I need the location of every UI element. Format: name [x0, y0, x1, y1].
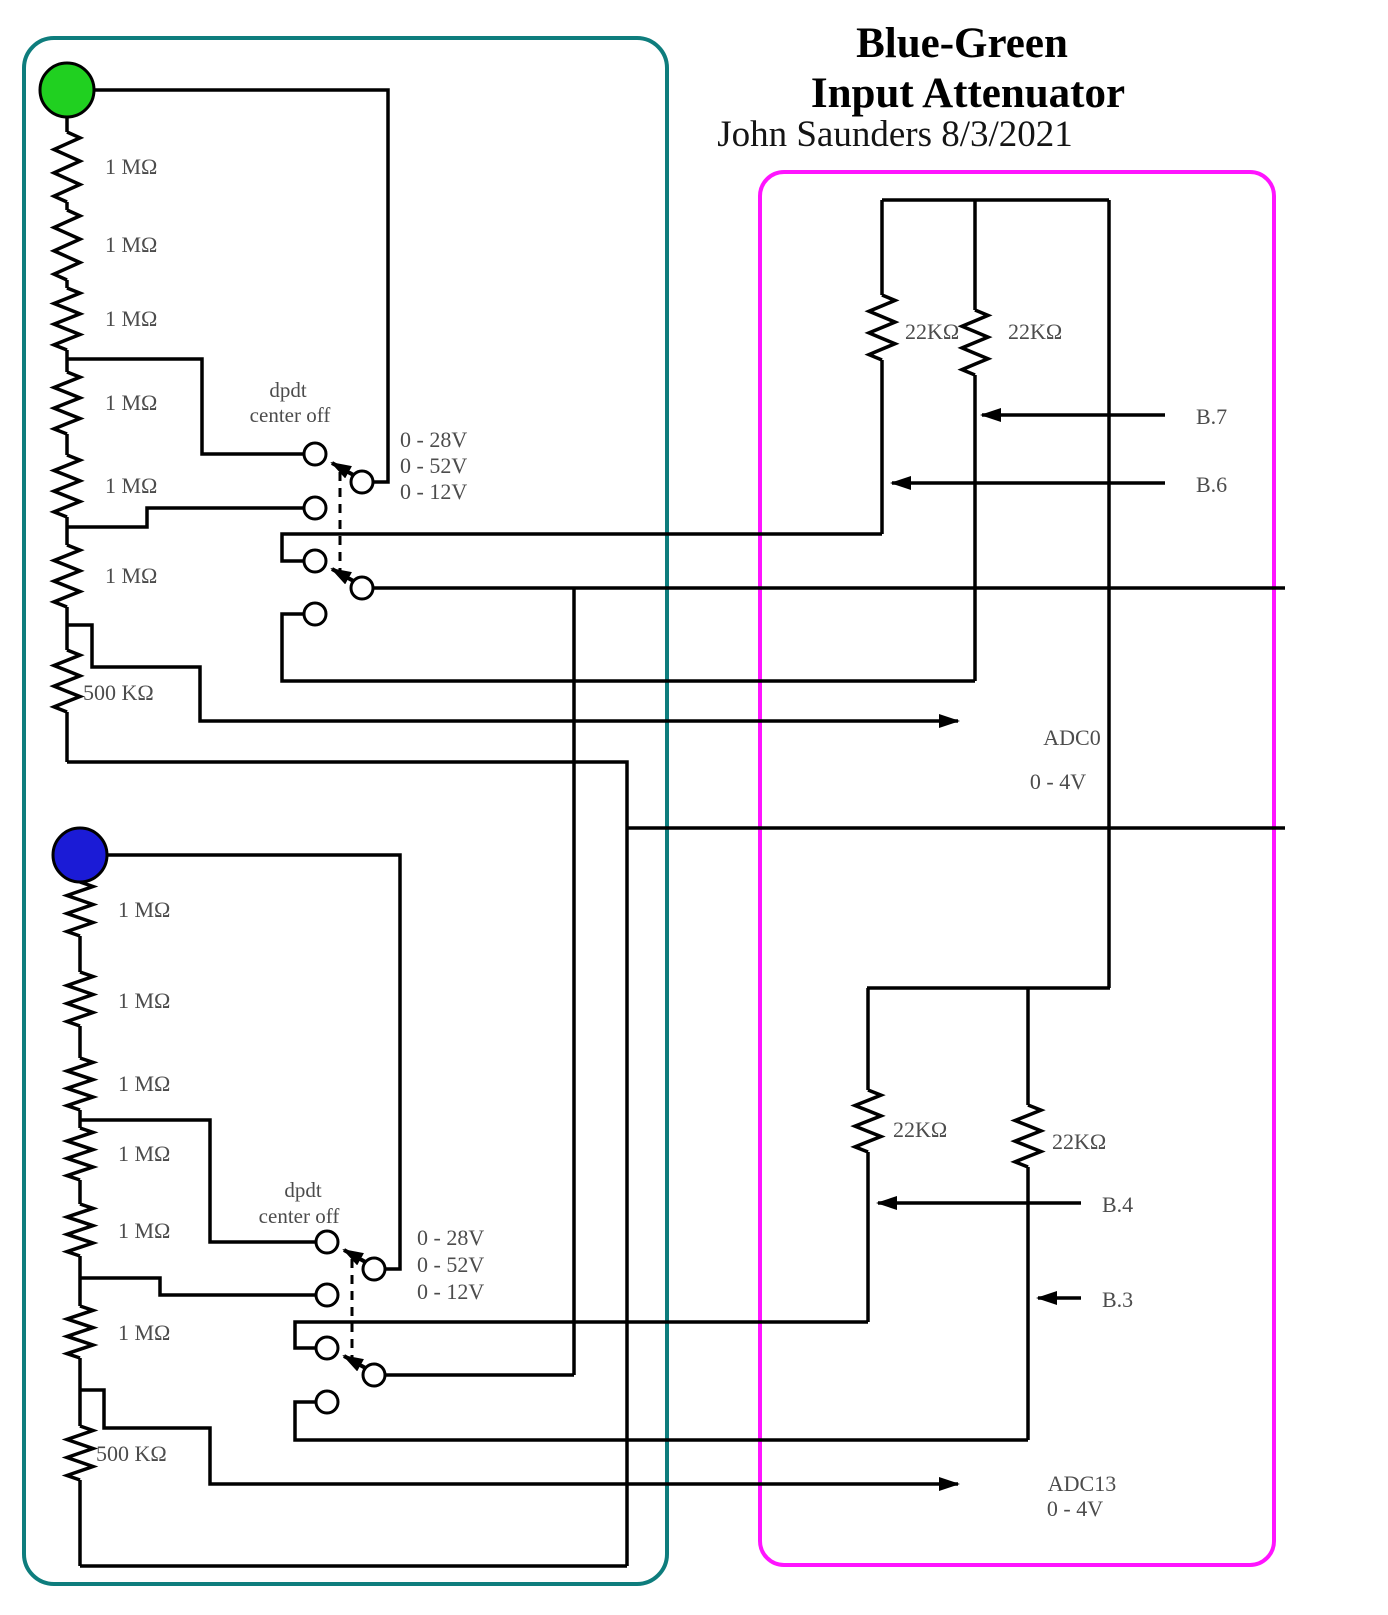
- wire-lower-divider: [866, 986, 1110, 1440]
- resistor-label: 1 MΩ: [118, 1320, 170, 1345]
- resistor-label: 1 MΩ: [105, 473, 157, 498]
- resistor-label: 1 MΩ: [105, 306, 157, 331]
- author-date: John Saunders 8/3/2021: [717, 114, 1073, 155]
- resistor-label: 1 MΩ: [105, 390, 157, 415]
- resistor-lower-1m-2: [61, 970, 99, 1028]
- wire-lower-throwB-down: [293, 1400, 1028, 1442]
- resistor-upper-1m-4: [49, 370, 85, 436]
- resistor-upper-1m-5: [49, 453, 85, 519]
- adc13-range-label: 0 - 4V: [1047, 1496, 1103, 1521]
- switch-pole-contact: [361, 1256, 387, 1282]
- wire-upper-throwB-up: [280, 532, 882, 563]
- resistor-lower-500k: [61, 1424, 99, 1482]
- wire-adc13-output: [80, 1388, 960, 1491]
- switch-throw-contact: [314, 1229, 340, 1255]
- resistor-label: 1 MΩ: [105, 232, 157, 257]
- range-label: 0 - 28V: [400, 427, 467, 452]
- gpio-label: B.7: [1196, 404, 1227, 429]
- lower-channel: 1 MΩ 1 MΩ 1 MΩ 1 MΩ 1 MΩ 1 MΩ 500 KΩ ADC…: [51, 826, 1133, 1568]
- wire-upper-divider: [880, 198, 1111, 988]
- switch-mode-label: center off: [250, 403, 331, 427]
- resistor-label: 1 MΩ: [118, 897, 170, 922]
- switch-pole-contact: [349, 469, 375, 495]
- switch-throw-contact: [314, 1282, 340, 1308]
- resistor-label: 1 MΩ: [118, 1218, 170, 1243]
- resistor-upper-500k: [49, 648, 85, 714]
- range-label: 0 - 52V: [400, 453, 467, 478]
- switch-type-label: dpdt: [284, 1178, 322, 1202]
- wire-lower-tap3: [80, 1118, 316, 1244]
- resistor-label: 22KΩ: [893, 1117, 947, 1142]
- resistor-lower-1m-1: [61, 880, 99, 938]
- switch-mode-label: center off: [259, 1204, 340, 1228]
- resistor-label: 22KΩ: [1008, 319, 1062, 344]
- blue-input-terminal: [51, 826, 109, 884]
- resistor-lower-1m-4: [61, 1126, 99, 1182]
- resistor-lower-1m-6: [61, 1304, 99, 1360]
- gpio-label: B.6: [1196, 472, 1227, 497]
- wire-lower-tap5: [80, 1276, 316, 1297]
- green-input-terminal: [38, 61, 96, 119]
- adc-group-border: [758, 170, 1276, 1567]
- resistor-label: 22KΩ: [905, 319, 959, 344]
- resistor-label: 500 KΩ: [96, 1441, 167, 1466]
- switch-pole-contact: [349, 575, 375, 601]
- wire-adc0-output: [67, 623, 960, 728]
- switch-type-label: dpdt: [269, 378, 307, 402]
- attenuator-group-border: [22, 36, 669, 1586]
- range-label: 0 - 12V: [417, 1279, 484, 1304]
- gpio-label: B.3: [1102, 1287, 1133, 1312]
- resistor-lower-22k-left: [850, 1088, 886, 1154]
- wire-upper-tap3: [67, 357, 304, 456]
- resistor-upper-1m-1: [49, 130, 85, 204]
- wire-lower-throwB-up: [293, 1320, 868, 1350]
- switch-throw-contact: [302, 495, 328, 521]
- resistor-lower-22k-right: [1010, 1103, 1046, 1169]
- adc0-range-label: 0 - 4V: [1030, 769, 1086, 794]
- switch-throw-contact: [314, 1389, 340, 1415]
- resistor-label: 1 MΩ: [118, 988, 170, 1013]
- gpio-label: B.4: [1102, 1192, 1133, 1217]
- wire-upper-throwB-down: [280, 612, 975, 683]
- resistor-label: 1 MΩ: [105, 563, 157, 588]
- wire-upper-tap5: [67, 506, 304, 529]
- switch-throw-contact: [302, 601, 328, 627]
- resistor-upper-22k-left: [864, 293, 900, 362]
- resistor-upper-1m-6: [49, 543, 85, 609]
- switch-throw-contact: [302, 548, 328, 574]
- range-label: 0 - 52V: [417, 1252, 484, 1277]
- wire-blue-feed: [107, 853, 402, 1271]
- wire-ground-riser: [67, 760, 629, 1566]
- resistor-label: 1 MΩ: [118, 1071, 170, 1096]
- resistor-upper-22k-right: [957, 308, 993, 377]
- range-label: 0 - 12V: [400, 479, 467, 504]
- resistor-label: 500 KΩ: [83, 680, 154, 705]
- switch-throw-contact: [302, 441, 328, 467]
- resistor-label: 1 MΩ: [105, 154, 157, 179]
- resistor-lower-1m-3: [61, 1056, 99, 1112]
- adc0-label: ADC0: [1043, 725, 1100, 750]
- switch-pole-contact: [361, 1362, 387, 1388]
- resistor-label: 22KΩ: [1052, 1129, 1106, 1154]
- switch-throw-contact: [314, 1335, 340, 1361]
- range-label: 0 - 28V: [417, 1225, 484, 1250]
- adc13-label: ADC13: [1048, 1471, 1116, 1496]
- page-title-line2: Input Attenuator: [811, 70, 1125, 117]
- wire-green-feed: [94, 88, 390, 484]
- resistor-upper-1m-3: [49, 286, 85, 352]
- resistor-lower-1m-5: [61, 1202, 99, 1258]
- upper-channel: 1 MΩ 1 MΩ 1 MΩ 1 MΩ 1 MΩ 1 MΩ 500 KΩ ADC…: [38, 61, 1285, 1566]
- page-title-line1: Blue-Green: [856, 20, 1068, 67]
- resistor-label: 1 MΩ: [118, 1141, 170, 1166]
- resistor-upper-1m-2: [49, 208, 85, 282]
